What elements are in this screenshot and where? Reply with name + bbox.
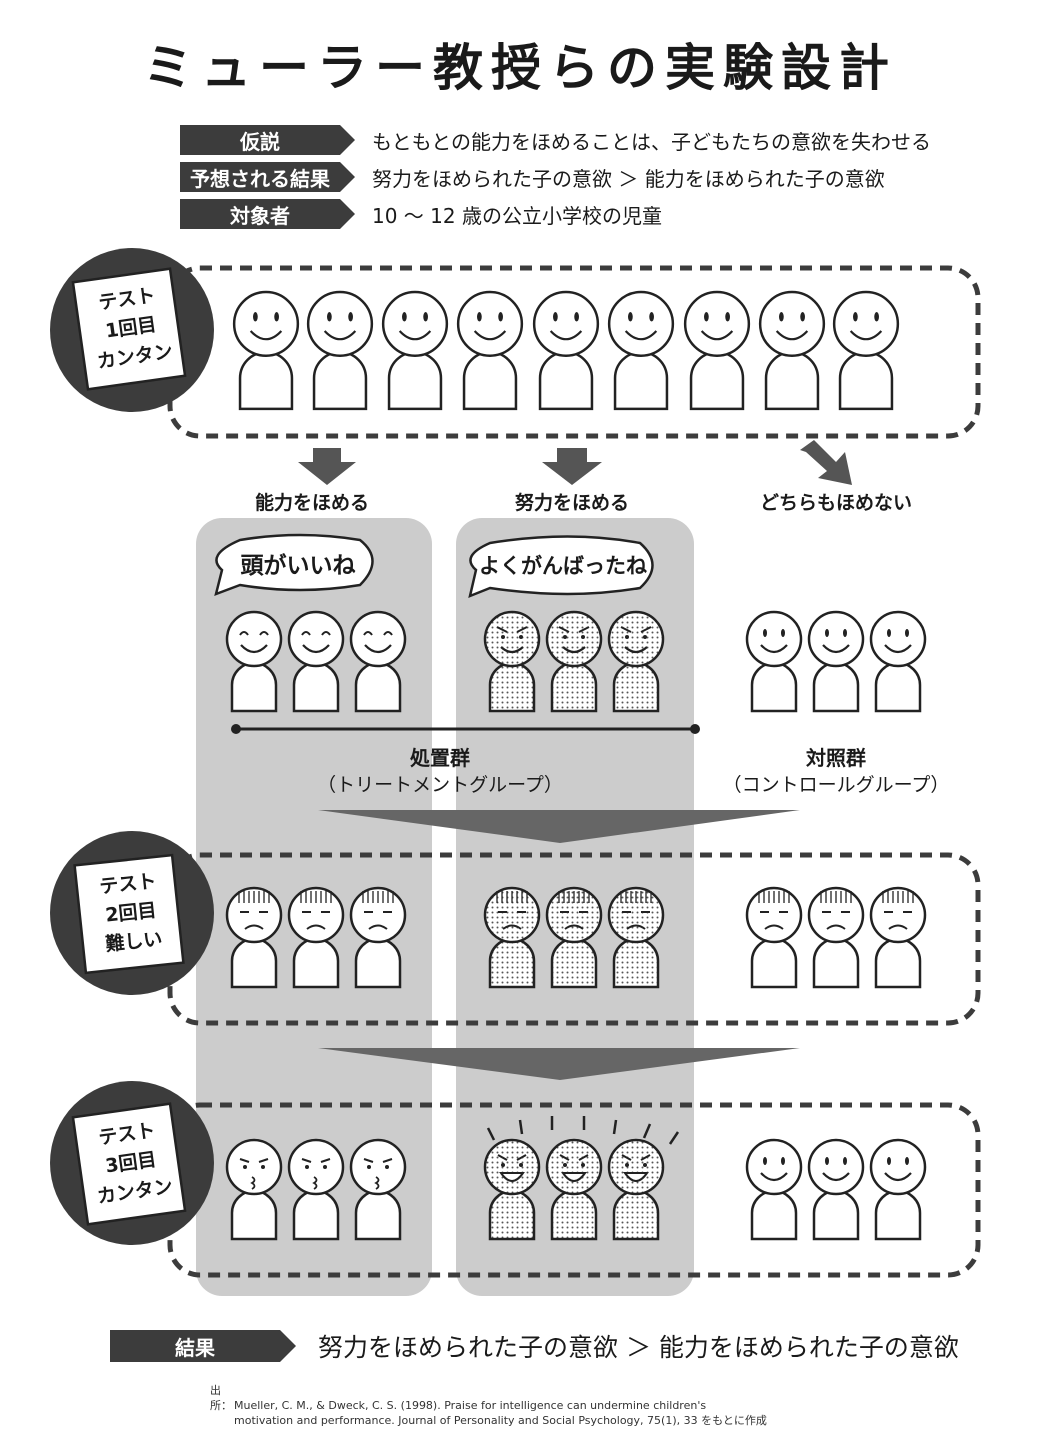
child-figure-control-test3 — [869, 1138, 927, 1241]
child-figure-test1 — [306, 290, 374, 411]
control-group-title: 対照群 — [806, 746, 866, 770]
result-text: 努力をほめられた子の意欲 ＞ 能力をほめられた子の意欲 — [318, 1333, 959, 1362]
speech-bubble-effort — [468, 535, 654, 599]
source-line2: motivation and performance. Journal of P… — [234, 1414, 767, 1427]
child-figure-test1 — [832, 290, 900, 411]
flow-arrow-2 — [318, 1048, 800, 1080]
test2-box — [167, 852, 981, 1026]
page-title: ミューラー教授らの実験設計 — [143, 39, 897, 97]
child-figure-effort-test2 — [607, 886, 665, 989]
expected-result-label: 予想される結果 — [180, 162, 355, 192]
control-group-subtitle: （コントロールグループ） — [722, 774, 950, 796]
excitement-mark — [668, 1131, 680, 1145]
child-figure-control — [869, 610, 927, 713]
source-citation: 出所：Mueller, C. M., & Dweck, C. S. (1998)… — [210, 1383, 970, 1428]
flow-arrow-1 — [318, 810, 800, 843]
expected-result-row: 予想される結果 努力をほめられた子の意欲 ＞ 能力をほめられた子の意欲 — [180, 162, 885, 192]
child-figure-control-test3 — [745, 1138, 803, 1241]
child-figure-effort-praised — [545, 610, 603, 713]
child-figure-test1 — [758, 290, 826, 411]
subjects-label: 対象者 — [180, 199, 355, 229]
child-figure-test1 — [381, 290, 449, 411]
test1-note — [71, 267, 187, 391]
child-figure-ability-test2 — [349, 886, 407, 989]
child-figure-effort-test3 — [483, 1138, 541, 1241]
child-figure-control — [807, 610, 865, 713]
test3-note — [71, 1102, 187, 1226]
source-label: 出所： — [210, 1384, 232, 1412]
treatment-bracket-dot-left — [231, 724, 241, 734]
child-figure-control-test2 — [745, 886, 803, 989]
child-figure-control-test3 — [807, 1138, 865, 1241]
excitement-mark — [642, 1123, 652, 1139]
result-label: 結果 — [110, 1330, 296, 1362]
excitement-mark — [612, 1119, 618, 1135]
branch-effort-label: 努力をほめる — [514, 492, 629, 514]
treatment-group-subtitle: （トリートメントグループ） — [317, 774, 563, 796]
branch-ability-label: 能力をほめる — [254, 492, 369, 514]
test2-note-text: テスト 2回目 難しい — [82, 866, 181, 962]
child-figure-effort-test2 — [483, 886, 541, 989]
child-figure-test1 — [683, 290, 751, 411]
child-figure-ability-test3 — [225, 1138, 283, 1241]
child-figure-control-test2 — [807, 886, 865, 989]
expected-result-text: 努力をほめられた子の意欲 ＞ 能力をほめられた子の意欲 — [372, 166, 885, 191]
test3-note-text: テスト 3回目 カンタン — [80, 1114, 181, 1213]
arrow-to-none — [800, 440, 852, 485]
child-figure-ability-test3 — [349, 1138, 407, 1241]
excitement-mark — [518, 1119, 524, 1135]
child-figure-effort-praised — [483, 610, 541, 713]
child-figure-test1 — [607, 290, 675, 411]
speech-effort-text: よくがんばったね — [479, 554, 647, 578]
child-figure-control — [745, 610, 803, 713]
speech-bubble-ability — [214, 533, 374, 597]
treatment-bracket-dot-right — [690, 724, 700, 734]
child-figure-effort-test3 — [607, 1138, 665, 1241]
arrow-to-ability — [298, 448, 356, 485]
test2-note — [73, 853, 185, 975]
result-row: 結果 努力をほめられた子の意欲 ＞ 能力をほめられた子の意欲 — [110, 1330, 959, 1362]
arrow-to-effort — [542, 448, 602, 485]
child-figure-control-test2 — [869, 886, 927, 989]
child-figure-ability-praised — [349, 610, 407, 713]
child-figure-effort-test2 — [545, 886, 603, 989]
test1-note-text: テスト 1回目 カンタン — [80, 279, 181, 378]
hypothesis-label: 仮説 — [180, 125, 355, 155]
subjects-row: 対象者 10 〜 12 歳の公立小学校の児童 — [180, 199, 662, 229]
source-line1: Mueller, C. M., & Dweck, C. S. (1998). P… — [234, 1399, 707, 1412]
child-figure-effort-test3 — [545, 1138, 603, 1241]
excitement-mark — [486, 1127, 496, 1141]
hypothesis-text: もともとの能力をほめることは、子どもたちの意欲を失わせる — [372, 129, 931, 154]
speech-ability-text: 頭がいいね — [240, 553, 356, 579]
child-figure-test1 — [232, 290, 300, 411]
child-figure-ability-test2 — [287, 886, 345, 989]
child-figure-ability-test2 — [225, 886, 283, 989]
subjects-text: 10 〜 12 歳の公立小学校の児童 — [372, 203, 662, 228]
child-figure-effort-praised — [607, 610, 665, 713]
child-figure-ability-praised — [287, 610, 345, 713]
child-figure-ability-praised — [225, 610, 283, 713]
hypothesis-row: 仮説 もともとの能力をほめることは、子どもたちの意欲を失わせる — [180, 125, 931, 155]
child-figure-test1 — [456, 290, 524, 411]
treatment-group-title: 処置群 — [410, 746, 470, 770]
child-figure-ability-test3 — [287, 1138, 345, 1241]
child-figure-test1 — [532, 290, 600, 411]
branch-none-label: どちらもほめない — [759, 492, 912, 514]
test1-box — [167, 265, 981, 439]
